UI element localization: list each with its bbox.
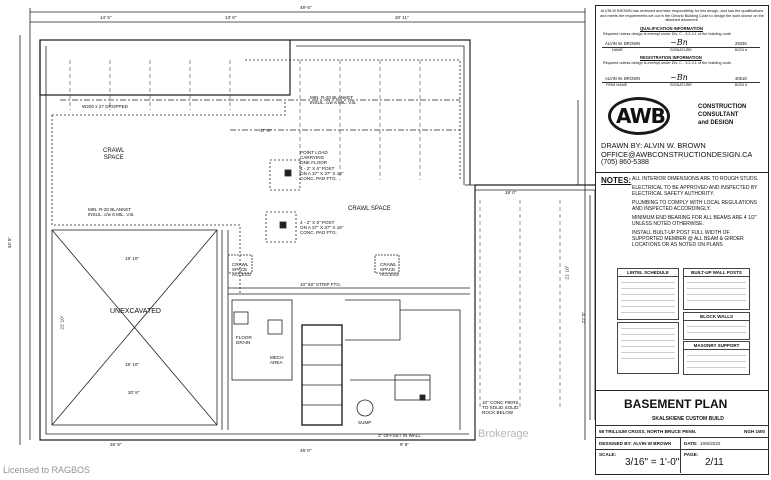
qual-heading: QUALIFICATION INFORMATION: [640, 26, 703, 31]
page-value: 2/11: [705, 457, 724, 468]
note-beam: W200 x 27 DROPPED: [82, 104, 128, 109]
note-blanket-left: MIN. R-20 BLANKET INSUL. c/w 6 MIL. V.B.: [88, 207, 135, 218]
drawn-by: DRAWN BY: ALVIN W. BROWN: [601, 141, 706, 150]
label-floor-drain: FLOOR DRAIN: [236, 335, 252, 346]
col-sig-1: SIGNATURE: [670, 48, 692, 52]
dim-right-19: 19' 0": [505, 190, 517, 195]
dim-47: 47' 0": [260, 128, 272, 133]
dim-bottom-left: 26' 9": [110, 442, 122, 447]
col-sig-2: SIGNATURE: [670, 83, 692, 87]
watermark-license: Licensed to RAGBOS: [3, 465, 91, 475]
address: 58 TRILLIUM CROSS, NORTH BRUCE PENN.: [599, 429, 697, 434]
dim-left-overall: 44' 5": [7, 236, 13, 249]
reg-sub: Required unless design is exempt under D…: [603, 61, 732, 65]
notes-list: ALL INTERIOR DIMENSIONS ARE TO ROUGH STU…: [632, 176, 760, 248]
label-sump: SUMP: [358, 420, 372, 425]
divider-designer: [595, 437, 769, 438]
scale-value: 3/16" = 1'-0": [625, 457, 680, 468]
note-offset: 2" OFFSET IN WALL: [378, 433, 421, 438]
bcin-1: 29336: [735, 41, 747, 46]
divider-title: [595, 390, 769, 391]
page-label: PAGE:: [684, 452, 699, 457]
label-crawl-access-left: CRAWL SPACE ACCESS: [232, 262, 251, 278]
email: OFFICE@AWBCONSTRUCTIONDESIGN.CA: [601, 150, 753, 159]
dim-room-20-8: 20' 8": [128, 390, 140, 395]
watermark-brokerage: Brokerage: [478, 428, 529, 440]
note-strip-ftg: 10" 60" STRIP FTG.: [300, 282, 342, 287]
dim-room-22-10: 22' 10": [59, 315, 65, 330]
note-blanket-top: MIN. R-20 BLANKET INSUL. c/w 6 MIL. V.B.: [310, 95, 357, 106]
divider-notes: [595, 172, 769, 173]
note-item: PLUMBING TO COMPLY WITH LOCAL REGULATION…: [632, 200, 757, 212]
col-bcin-1: BCIN #: [735, 48, 748, 52]
notes-block: ALL INTERIOR DIMENSIONS ARE TO ROUGH STU…: [632, 176, 760, 251]
sheet-title: BASEMENT PLAN: [624, 397, 728, 411]
dim-top-mid: 13' 6": [225, 15, 237, 20]
dim-room-19-10b: 19' 10": [125, 362, 140, 367]
logo-line-2: CONSULTANT: [698, 112, 739, 118]
block-walls-heading: BLOCK WALLS: [684, 313, 749, 321]
dim-mid-9: 9' 6": [400, 442, 409, 447]
cert-text: ALVIN W BROWN has reviewed and take resp…: [600, 9, 764, 22]
divider-scale: [595, 449, 769, 450]
project-name: SKALSKIENE CUSTOM BUILD: [652, 416, 724, 422]
dim-right-22: 22' 0": [581, 311, 587, 324]
awb-logo: AWB: [608, 97, 700, 137]
notes-heading: NOTES:: [601, 176, 632, 185]
note-item: MINIMUM END BEARING FOR ALL BEAMS ARE 4 …: [632, 215, 757, 227]
sig-line-1: [602, 47, 760, 48]
divider-vertical: [680, 437, 681, 473]
label-unexcavated: UNEXCAVATED: [110, 308, 161, 315]
designed-by: DESIGNED BY: ALVIN W BROWN: [599, 441, 672, 446]
col-name-1: NAME: [612, 48, 623, 52]
signature-2: ~Bn: [670, 73, 688, 82]
label-crawl-space-left: CRAWL SPACE: [103, 148, 125, 161]
dim-bottom-overall: 49' 0": [300, 448, 312, 453]
qual-sub: Required unless design is exempt under D…: [603, 32, 731, 36]
sig-line-2: [602, 82, 760, 83]
label-crawl-space-main: CRAWL SPACE: [348, 206, 391, 212]
logo-line-3: and DESIGN: [698, 120, 734, 126]
wall-posts-table: BUILT-UP WALL POSTS: [683, 268, 750, 310]
lintel-schedule-table: LINTEL SCHEDULE: [617, 268, 679, 320]
note-post: 4 - 2" X 6" POST ON A 37" X 37" X 16" CO…: [300, 220, 344, 236]
designer-name-1: ALVIN W. BROWN: [605, 41, 641, 46]
designer-name-2: ALVIN W. BROWN: [605, 76, 641, 81]
label-crawl-access-right: CRAWL SPACE ACCESS: [380, 262, 399, 278]
dim-top-right: 20' 11": [395, 15, 409, 20]
date-label: DATE:: [684, 441, 698, 446]
label-mech-area: MECH AREA: [270, 355, 284, 366]
dim-room-19-10a: 19' 10": [125, 256, 140, 261]
col-bcin-2: BCIN #: [735, 83, 748, 87]
lintel-schedule-heading: LINTEL SCHEDULE: [618, 269, 678, 277]
masonry-support-table: MASONRY SUPPORT: [683, 341, 750, 375]
dim-room-21-10: 21' 10": [564, 265, 570, 280]
divider-address: [595, 425, 769, 426]
col-firm: FIRM NAME: [606, 83, 628, 87]
dim-top-overall: 49'-0": [300, 5, 312, 10]
dim-top-left: 14' 5": [100, 15, 112, 20]
note-item: ELECTRICAL TO BE APPROVED AND INSPECTED …: [632, 185, 758, 197]
logo-text: AWB: [616, 104, 666, 128]
date-value: 10/6/2022: [700, 441, 721, 446]
bcin-2: 30518: [735, 76, 747, 81]
reg-heading: REGISTRATION INFORMATION: [640, 55, 702, 60]
masonry-support-heading: MASONRY SUPPORT: [684, 342, 749, 350]
title-block: [595, 5, 769, 475]
note-item: INSTALL BUILT-UP POST FULL WIDTH OF SUPP…: [632, 230, 744, 248]
scale-label: SCALE:: [599, 452, 617, 457]
note-conc-piers: 10" CONC PIERS TO SOLID SOLID ROCK BELOW: [482, 400, 519, 416]
logo-line-1: CONSTRUCTION: [698, 104, 747, 110]
block-walls-table: BLOCK WALLS: [683, 312, 750, 340]
signature-1: ~Bn: [670, 38, 688, 47]
note-item: ALL INTERIOR DIMENSIONS ARE TO ROUGH STU…: [632, 176, 759, 182]
postal-code: NGH 1W0: [744, 429, 765, 434]
note-point-load: POINT LOAD CARRYING ONE FLOOR 4 - 2" X 6…: [300, 150, 344, 182]
phone: (705) 860-5388: [601, 159, 649, 166]
schedule-table-3: [617, 322, 679, 374]
wall-posts-heading: BUILT-UP WALL POSTS: [684, 269, 749, 277]
